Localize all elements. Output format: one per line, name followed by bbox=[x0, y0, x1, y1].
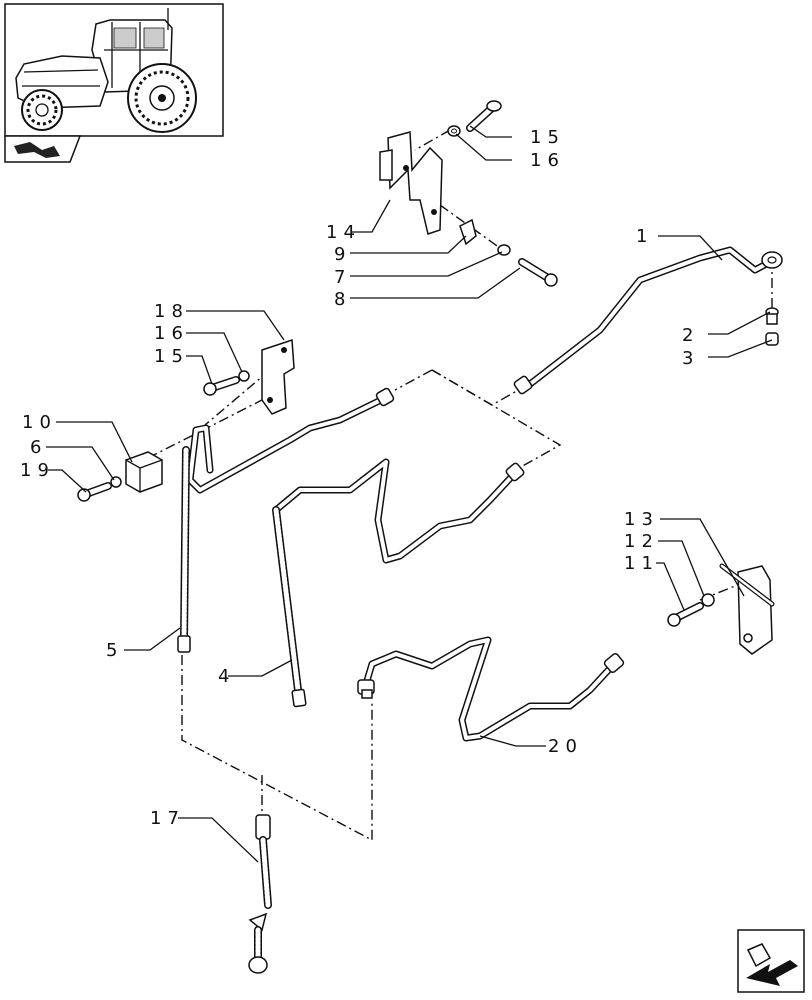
bolt-part-15-top[interactable] bbox=[466, 100, 502, 132]
pipe-part-4[interactable] bbox=[272, 458, 525, 708]
bolt-part-8[interactable] bbox=[518, 258, 558, 287]
nut-part-3[interactable] bbox=[765, 332, 779, 346]
bolt-part-11[interactable] bbox=[667, 602, 704, 627]
callout-11: 11 bbox=[624, 553, 659, 574]
bolt-part-19[interactable] bbox=[77, 482, 112, 502]
callout-5: 5 bbox=[106, 640, 123, 661]
clip-part-9[interactable] bbox=[459, 218, 477, 246]
washer-part-16-left[interactable] bbox=[238, 370, 250, 382]
assembly-guide-lines bbox=[147, 129, 773, 842]
bracket-part-18[interactable] bbox=[261, 338, 295, 415]
tractor-thumbnail-icon[interactable] bbox=[4, 3, 224, 137]
callout-19: 19 bbox=[20, 460, 55, 481]
callout-15-left: 15 bbox=[154, 346, 189, 367]
callout-8: 8 bbox=[334, 289, 351, 310]
callout-2: 2 bbox=[682, 325, 699, 346]
callout-14: 14 bbox=[326, 222, 361, 243]
callout-15-top: 15 bbox=[530, 127, 565, 148]
leader-lines bbox=[46, 125, 773, 863]
callout-9: 9 bbox=[334, 244, 351, 265]
callout-16-left: 16 bbox=[154, 323, 189, 344]
callout-13: 13 bbox=[624, 509, 659, 530]
callout-3: 3 bbox=[682, 348, 699, 369]
hose-part-17[interactable] bbox=[248, 814, 272, 974]
callout-6: 6 bbox=[30, 437, 47, 458]
bolt-part-15-left[interactable] bbox=[203, 376, 240, 396]
pipe-part-20[interactable] bbox=[357, 636, 625, 742]
callout-4: 4 bbox=[218, 666, 235, 687]
washer-part-12[interactable] bbox=[701, 593, 715, 607]
next-page-arrow-icon[interactable] bbox=[737, 929, 805, 993]
callout-16-top: 16 bbox=[530, 150, 565, 171]
callout-7: 7 bbox=[334, 267, 351, 288]
callout-20: 20 bbox=[548, 736, 583, 757]
washer-part-2[interactable] bbox=[765, 307, 779, 325]
callout-1: 1 bbox=[636, 226, 653, 247]
plate-part-13[interactable] bbox=[719, 563, 775, 655]
section-arrow-icon[interactable] bbox=[4, 135, 82, 163]
callout-10: 10 bbox=[22, 412, 57, 433]
pipe-part-5[interactable] bbox=[177, 387, 395, 653]
callout-labels: 1 2 3 4 5 6 7 8 9 10 11 12 13 14 15 15 1… bbox=[20, 127, 699, 829]
callout-12: 12 bbox=[624, 531, 659, 552]
block-part-10[interactable] bbox=[125, 451, 163, 493]
callout-17: 17 bbox=[150, 808, 185, 829]
bracket-part-14[interactable] bbox=[379, 131, 443, 235]
washer-part-16-top[interactable] bbox=[447, 125, 461, 137]
callout-18: 18 bbox=[154, 301, 189, 322]
pipe-part-1[interactable] bbox=[513, 246, 783, 395]
